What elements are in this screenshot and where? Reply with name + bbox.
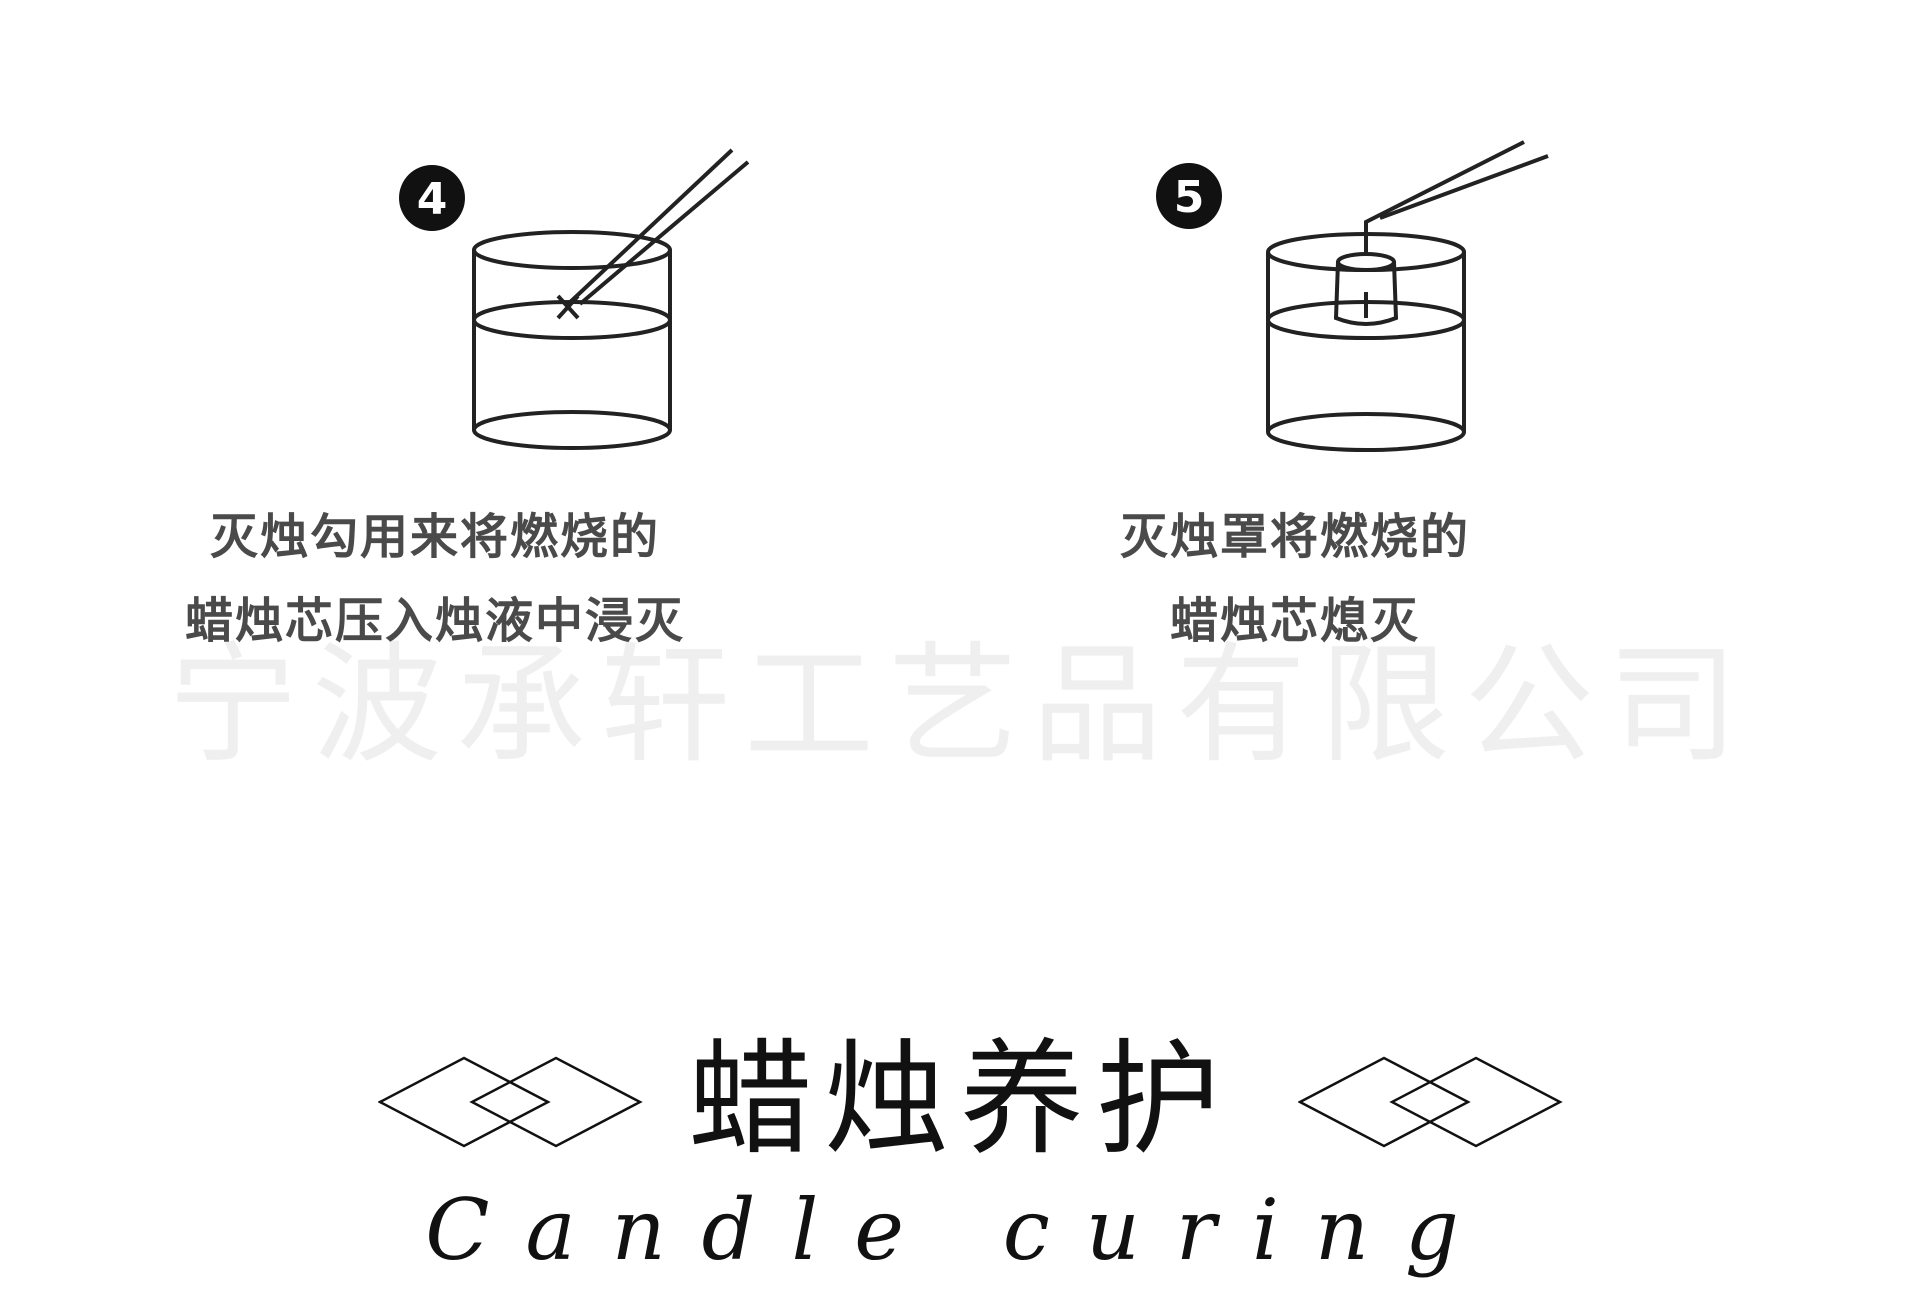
- step-4: 4 灭烛勾用来将燃烧的 蜡烛芯压入烛液中浸灭: [0, 0, 760, 700]
- snuffer-handle-icon: [1364, 140, 1549, 255]
- caption-line-1: 灭烛勾用来将燃烧的: [209, 509, 660, 565]
- step-badge-5: 5: [1156, 163, 1222, 229]
- section-title: 蜡烛养护: [687, 1028, 1232, 1172]
- step-badge-4: 4: [399, 165, 465, 231]
- caption-line-2: 蜡烛芯熄灭: [1169, 593, 1420, 649]
- glass-jar-icon: [472, 230, 672, 450]
- step-caption: 灭烛罩将燃烧的 蜡烛芯熄灭: [915, 495, 1675, 663]
- snuffer-hook-icon: [564, 148, 750, 308]
- diamond-ornament-icon: [378, 1056, 643, 1148]
- step-number: 4: [417, 174, 448, 225]
- step-number: 5: [1174, 172, 1205, 223]
- candle-snuffer-bell-illustration: 5: [1156, 140, 1549, 452]
- glass-jar-icon: [1266, 232, 1466, 452]
- diamond-ornament-icon: [1298, 1056, 1563, 1148]
- caption-line-2: 蜡烛芯压入烛液中浸灭: [184, 593, 685, 649]
- caption-line-1: 灭烛罩将燃烧的: [1119, 509, 1470, 565]
- watermark-text: 宁波承轩工艺品有限公司: [167, 629, 1752, 781]
- section-header: 蜡烛养护 Candle curing: [0, 1010, 1920, 1296]
- snuffer-bell-icon: [1333, 252, 1399, 326]
- candle-snuffer-hook-illustration: 4: [399, 148, 750, 450]
- step-5: 5 灭烛罩将燃烧的 蜡烛芯熄灭: [800, 0, 1560, 700]
- section-subtitle: Candle curing: [425, 1181, 1495, 1279]
- step-caption: 灭烛勾用来将燃烧的 蜡烛芯压入烛液中浸灭: [55, 495, 815, 663]
